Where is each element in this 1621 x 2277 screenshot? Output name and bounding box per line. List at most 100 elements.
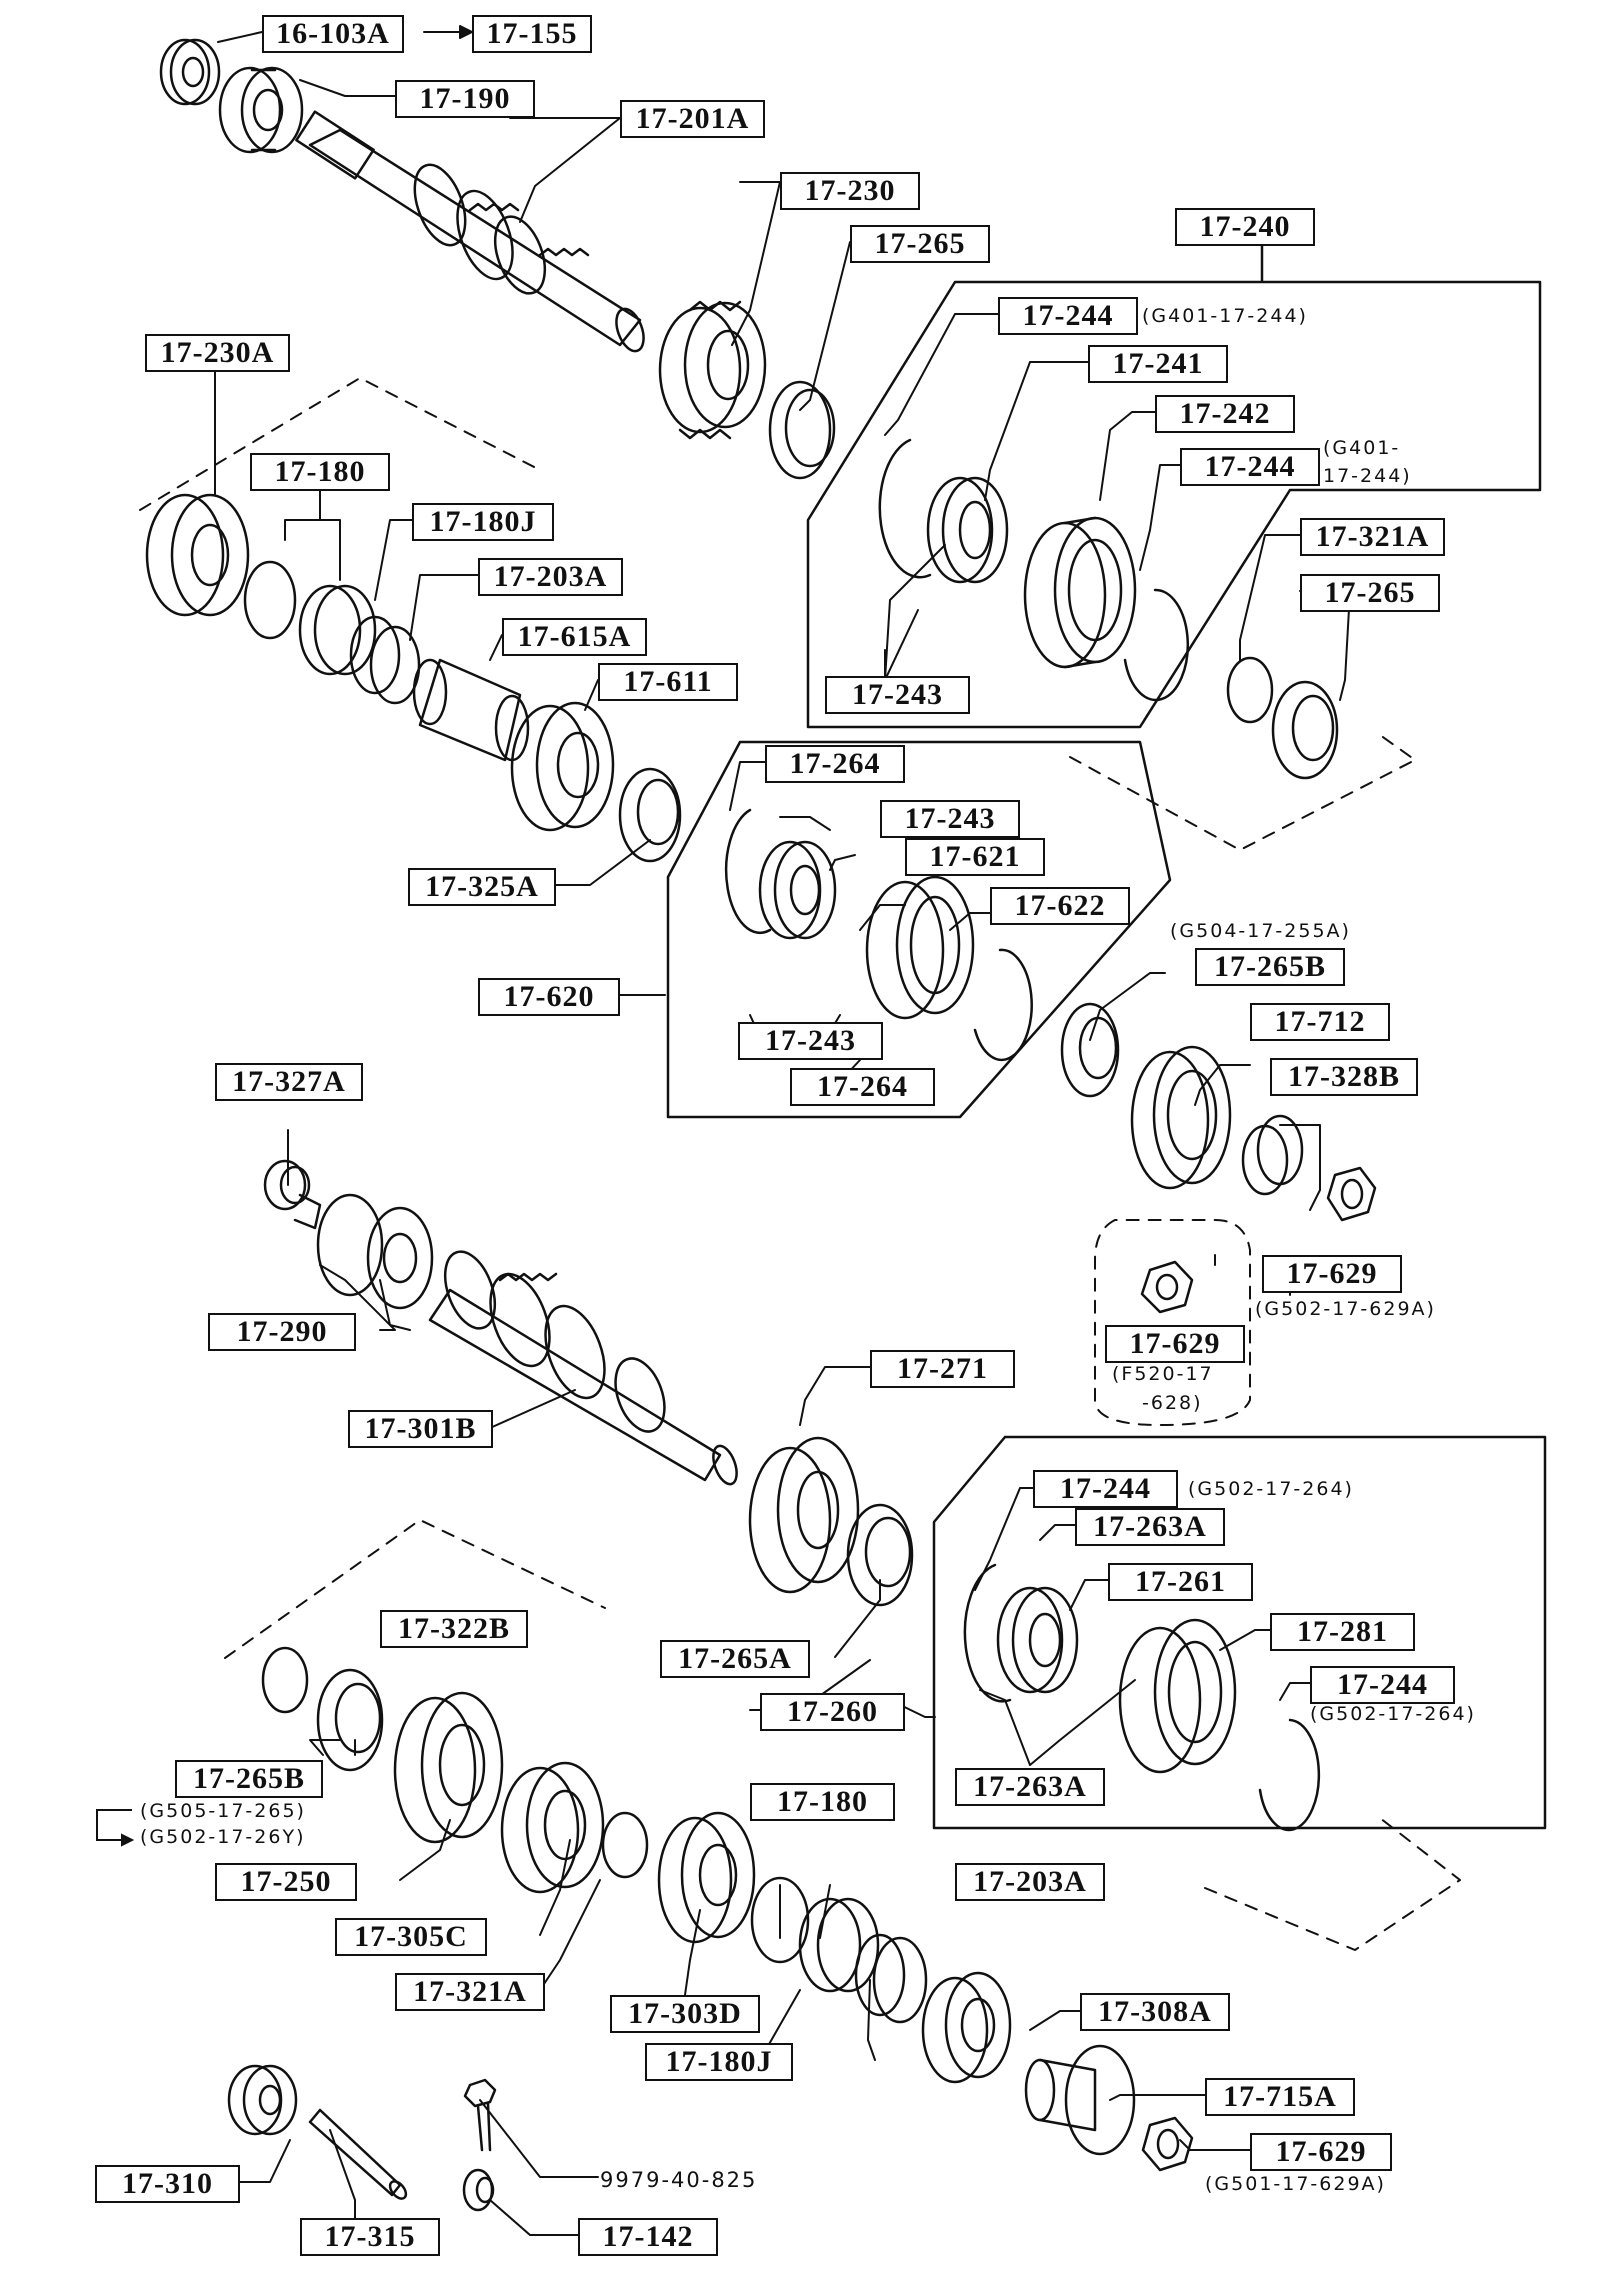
part-label-17-243-a: 17-243 [825, 676, 970, 714]
snap-ring-17-264-a [724, 808, 772, 935]
dashed-reference-lines [139, 377, 1461, 1951]
part-label-17-265a: 17-265A [660, 1640, 810, 1678]
note-g502-17-26y: (G502-17-26Y) [140, 1826, 306, 1848]
leader-lines [214, 25, 1351, 2236]
part-label-17-263a-a: 17-263A [1075, 1508, 1225, 1546]
part-label-17-271: 17-271 [870, 1350, 1015, 1388]
group-17-240-boundary [806, 240, 1542, 729]
clip-17-142 [462, 2168, 495, 2212]
nut-17-629-bottom [1141, 2116, 1194, 2172]
snap-ring-17-244-c [963, 1563, 1012, 1703]
part-label-17-180-a: 17-180 [250, 453, 390, 491]
group-17-260-boundary [932, 1435, 1547, 1830]
part-label-17-629-b: 17-629 [1250, 2133, 1392, 2171]
part-label-17-712: 17-712 [1250, 1003, 1390, 1041]
synchro-ring-17-325a [618, 767, 682, 863]
counter-shaft-17-301b [428, 1250, 738, 1486]
bearing-17-290 [316, 1193, 434, 1310]
nut-17-629-top [1326, 1166, 1377, 1222]
part-label-17-620: 17-620 [478, 978, 620, 1016]
part-label-17-629-a: 17-629 [1262, 1255, 1402, 1293]
gear-17-712 [1130, 1045, 1232, 1190]
synchro-ring-17-265b-left [316, 1668, 384, 1772]
nut-17-629-alt [1140, 1260, 1194, 1314]
note-g401-17-244-a: (G401-17-244) [1142, 305, 1308, 327]
part-label-17-244-b: 17-244 [1180, 448, 1320, 486]
snap-ring-17-244-d [1258, 1718, 1321, 1832]
sleeve-17-281 [1118, 1618, 1237, 1774]
group-17-620-boundary [666, 740, 1172, 1119]
part-label-17-308a: 17-308A [1080, 1993, 1230, 2031]
part-label-17-230: 17-230 [780, 172, 920, 210]
synchro-ring-17-265a [846, 1503, 914, 1607]
part-label-17-310: 17-310 [95, 2165, 240, 2203]
part-label-17-321a-a: 17-321A [1300, 518, 1445, 556]
part-label-17-281: 17-281 [1270, 1613, 1415, 1651]
part-label-17-265b-a: 17-265B [1195, 948, 1345, 986]
gear-17-303d [657, 1811, 756, 1944]
part-label-17-322b: 17-322B [380, 1610, 528, 1648]
bearing-17-190 [218, 66, 304, 154]
part-label-17-611: 17-611 [598, 663, 738, 701]
shaft-17-315 [308, 2108, 408, 2200]
part-label-17-265-a: 17-265 [850, 225, 990, 263]
part-label-17-261: 17-261 [1108, 1563, 1253, 1601]
part-label-17-244-c: 17-244 [1033, 1470, 1178, 1508]
part-label-17-265-b: 17-265 [1300, 574, 1440, 612]
hub-17-261 [996, 1586, 1079, 1694]
part-label-17-240: 17-240 [1175, 208, 1315, 246]
synchro-ring-17-265-right [1271, 680, 1339, 780]
snap-ring-17-322b [261, 1646, 309, 1714]
shim-17-180j-bottom [854, 1933, 906, 2017]
gear-17-715a [1024, 2044, 1136, 2156]
part-label-17-241: 17-241 [1088, 345, 1228, 383]
part-label-17-615a: 17-615A [502, 618, 647, 656]
gear-17-308a [921, 1971, 1012, 2084]
part-label-17-305c: 17-305C [335, 1918, 487, 1956]
part-label-17-325a: 17-325A [408, 868, 556, 906]
synchro-ring-17-265-top [768, 380, 836, 480]
snap-ring-17-244-b [1123, 588, 1190, 702]
note-g401-line2: 17-244) [1323, 465, 1412, 487]
synchro-ring-17-265b-right [1060, 1002, 1120, 1098]
part-label-17-621: 17-621 [905, 838, 1045, 876]
supersession-arrow-icon [96, 1809, 135, 1847]
note-g502-17-264-a: (G502-17-264) [1188, 1478, 1354, 1500]
note-bolt-9979-40-825: 9979-40-825 [600, 2168, 758, 2192]
gear-17-310 [227, 2064, 298, 2136]
note-g501-17-629a: (G501-17-629A) [1205, 2173, 1386, 2195]
part-label-17-622: 17-622 [990, 887, 1130, 925]
part-label-17-328b: 17-328B [1270, 1058, 1418, 1096]
gear-17-230a [145, 493, 250, 617]
note-g504-17-255a: (G504-17-255A) [1170, 920, 1351, 942]
part-label-17-243-c: 17-243 [738, 1022, 883, 1060]
sleeve-17-242 [1023, 516, 1137, 669]
note-f520-line1: (F520-17 [1112, 1363, 1214, 1385]
part-label-17-244-d: 17-244 [1310, 1666, 1455, 1704]
part-label-17-190: 17-190 [395, 80, 535, 118]
part-label-17-629-alt: 17-629 [1105, 1325, 1245, 1363]
seal-16-103a [159, 38, 221, 106]
shim-17-180j-top [349, 615, 401, 695]
hub-17-621 [758, 840, 837, 940]
gear-17-611 [510, 701, 615, 832]
snap-ring-17-264-b [973, 948, 1033, 1062]
part-label-17-230a: 17-230A [145, 334, 290, 372]
main-shaft-17-201a [295, 110, 645, 353]
part-label-17-180-b: 17-180 [750, 1783, 895, 1821]
part-label-17-263a-b: 17-263A [955, 1768, 1105, 1806]
part-label-17-301b: 17-301B [348, 1410, 493, 1448]
spacer-17-203a-top [369, 625, 421, 705]
gear-17-305c [500, 1761, 605, 1894]
part-label-17-203a-a: 17-203A [478, 558, 623, 596]
snap-ring-17-321a-bottom [601, 1811, 649, 1879]
note-g401-line1: (G401- [1323, 437, 1401, 459]
part-label-17-243-b: 17-243 [880, 800, 1020, 838]
note-g502-17-264-b: (G502-17-264) [1310, 1703, 1476, 1725]
note-f520-line2: -628) [1142, 1392, 1203, 1414]
part-label-16-103a: 16-103A [262, 15, 404, 53]
part-label-17-715a: 17-715A [1205, 2078, 1355, 2116]
hub-17-241 [926, 476, 1009, 584]
sleeve-17-615a [412, 658, 530, 762]
